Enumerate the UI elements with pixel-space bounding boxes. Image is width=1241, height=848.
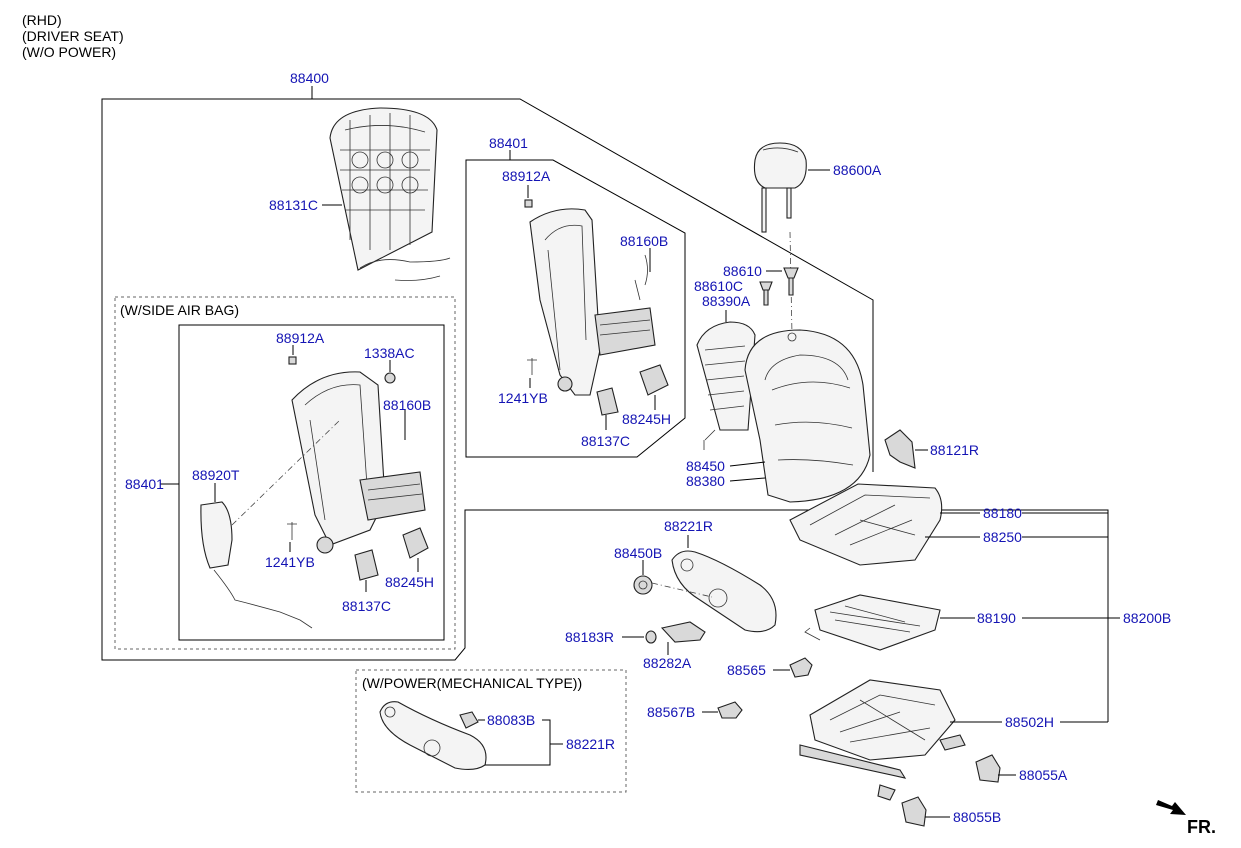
part-label-88565[interactable]: 88565 bbox=[727, 662, 766, 678]
part-label-88121R[interactable]: 88121R bbox=[930, 442, 979, 458]
part-label-88600A[interactable]: 88600A bbox=[833, 162, 882, 178]
note-side-air-bag: (W/SIDE AIR BAG) bbox=[120, 302, 239, 318]
group-88401-main-outline bbox=[465, 159, 686, 458]
part-label-88610C[interactable]: 88610C bbox=[694, 278, 743, 294]
bracket-icon bbox=[596, 387, 619, 416]
group-88400-diagonal bbox=[312, 98, 874, 472]
part-label-88190[interactable]: 88190 bbox=[977, 610, 1016, 626]
header-line-wo-power: (W/O POWER) bbox=[22, 44, 116, 60]
bracket-icon bbox=[639, 364, 669, 396]
part-label-1241YB-bag[interactable]: 1241YB bbox=[265, 554, 315, 570]
seat-cushion-icon bbox=[789, 483, 943, 566]
part-label-88401-bag[interactable]: 88401 bbox=[125, 476, 164, 492]
lever-icon bbox=[660, 621, 706, 643]
bracket-icon bbox=[402, 527, 429, 559]
part-label-88180[interactable]: 88180 bbox=[983, 505, 1022, 521]
cushion-pad-icon bbox=[804, 594, 941, 651]
part-label-88245H-bag[interactable]: 88245H bbox=[385, 574, 434, 590]
track-cover-icon bbox=[901, 796, 927, 827]
bracket-icon bbox=[789, 657, 813, 678]
part-label-88245H-main[interactable]: 88245H bbox=[622, 411, 671, 427]
part-label-88137C-bag[interactable]: 88137C bbox=[342, 598, 391, 614]
headrest-guide-lock-icon bbox=[759, 281, 773, 306]
side-air-bag-icon bbox=[200, 501, 313, 629]
track-cover-icon bbox=[975, 754, 1001, 783]
part-label-88083B[interactable]: 88083B bbox=[487, 712, 535, 728]
part-label-88137C-main[interactable]: 88137C bbox=[581, 433, 630, 449]
part-label-88920T[interactable]: 88920T bbox=[192, 467, 240, 483]
side-air-bag-group-box bbox=[114, 296, 456, 650]
part-label-88183R[interactable]: 88183R bbox=[565, 629, 614, 645]
part-label-88221R-power[interactable]: 88221R bbox=[566, 736, 615, 752]
headrest-icon bbox=[753, 142, 807, 233]
part-label-88160B-main[interactable]: 88160B bbox=[620, 233, 668, 249]
header-line-rhd: (RHD) bbox=[22, 12, 62, 28]
recliner-cover-icon bbox=[671, 550, 777, 633]
bracket-icon bbox=[354, 549, 379, 581]
part-label-88221R[interactable]: 88221R bbox=[664, 518, 713, 534]
part-label-88200B[interactable]: 88200B bbox=[1123, 610, 1171, 626]
part-label-88055B[interactable]: 88055B bbox=[953, 809, 1001, 825]
seat-back-frame-icon bbox=[291, 371, 426, 554]
bracket-icon bbox=[717, 701, 743, 719]
part-label-88400[interactable]: 88400 bbox=[290, 70, 329, 86]
front-direction-label: FR. bbox=[1187, 817, 1216, 837]
part-label-88055A[interactable]: 88055A bbox=[1019, 767, 1068, 783]
screw-icon bbox=[287, 522, 297, 540]
front-arrow-icon bbox=[1156, 800, 1186, 815]
part-label-88610[interactable]: 88610 bbox=[723, 263, 762, 279]
part-label-88390A[interactable]: 88390A bbox=[702, 293, 751, 309]
part-label-88502H[interactable]: 88502H bbox=[1005, 714, 1054, 730]
knob-icon bbox=[633, 575, 653, 595]
part-label-88450B[interactable]: 88450B bbox=[614, 545, 662, 561]
part-label-88380[interactable]: 88380 bbox=[686, 473, 725, 489]
part-label-1241YB-main[interactable]: 1241YB bbox=[498, 390, 548, 406]
clip-icon bbox=[288, 356, 297, 365]
group-88401-bag-outline bbox=[178, 324, 445, 641]
clip-icon bbox=[524, 199, 533, 208]
part-label-88131C[interactable]: 88131C bbox=[269, 197, 318, 213]
back-pad-icon bbox=[696, 321, 756, 450]
nut-icon bbox=[384, 372, 396, 384]
header-line-driver-seat: (DRIVER SEAT) bbox=[22, 28, 124, 44]
leader-88380 bbox=[729, 477, 766, 482]
recliner-cover-icon bbox=[379, 701, 487, 771]
part-label-88160B-bag[interactable]: 88160B bbox=[383, 397, 431, 413]
seat-back-frame-icon bbox=[529, 208, 656, 396]
headrest-guide-icon bbox=[783, 267, 799, 296]
centerline-headrest bbox=[789, 231, 793, 336]
part-label-88450[interactable]: 88450 bbox=[686, 458, 725, 474]
part-label-88912A-main[interactable]: 88912A bbox=[502, 168, 551, 184]
leader-88221R-power bbox=[485, 719, 551, 766]
part-label-88250[interactable]: 88250 bbox=[983, 529, 1022, 545]
power-mechanical-group-box bbox=[355, 669, 627, 793]
part-label-88282A[interactable]: 88282A bbox=[643, 655, 692, 671]
bracket-icon bbox=[459, 711, 479, 729]
leader-88450 bbox=[729, 461, 766, 467]
seat-track-icon bbox=[799, 679, 966, 801]
trim-clip-icon bbox=[884, 429, 916, 469]
part-label-88567B[interactable]: 88567B bbox=[647, 704, 695, 720]
part-label-88401-main[interactable]: 88401 bbox=[489, 135, 528, 151]
seat-back-cover-icon bbox=[744, 329, 871, 503]
part-label-88912A-bag[interactable]: 88912A bbox=[276, 330, 325, 346]
centerline-knob bbox=[651, 582, 713, 598]
part-label-1338AC[interactable]: 1338AC bbox=[364, 345, 415, 361]
note-power-mechanical: (W/POWER(MECHANICAL TYPE)) bbox=[362, 675, 582, 691]
screw-icon bbox=[527, 358, 537, 375]
seat-back-panel-icon bbox=[329, 107, 451, 281]
ring-icon bbox=[645, 630, 657, 644]
group-88400-outline bbox=[101, 98, 1109, 722]
